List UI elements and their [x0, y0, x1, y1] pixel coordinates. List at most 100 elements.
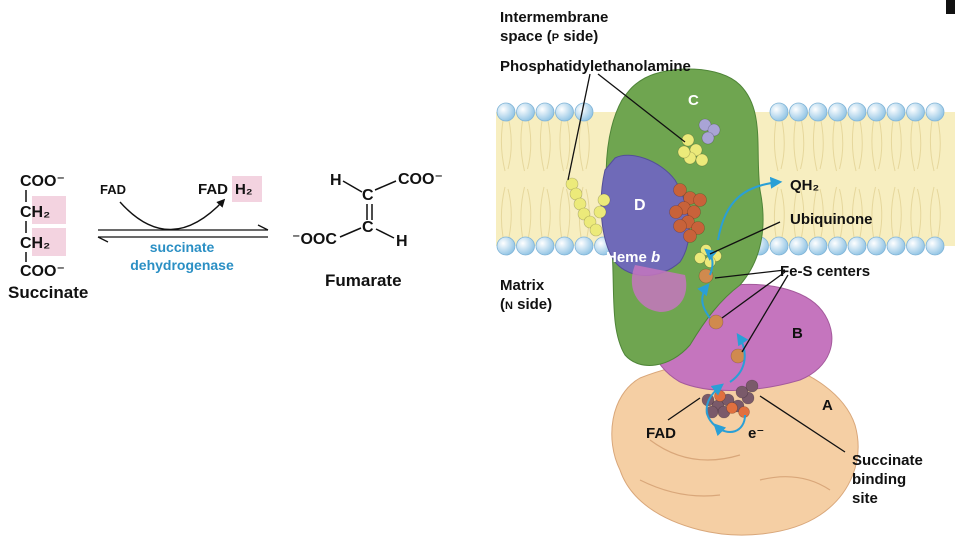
matrix-label-1: Matrix	[500, 277, 545, 294]
fad-structure-label: FAD	[646, 425, 676, 442]
electron-arrow-2	[729, 333, 749, 383]
succinate-site-label-1: Succinate	[852, 452, 923, 469]
lipid-tails	[500, 120, 941, 238]
lipid-tail	[832, 186, 844, 238]
heme-b-bead	[683, 229, 697, 243]
fad-bead	[726, 402, 738, 414]
lipid-tail	[793, 120, 805, 172]
complex-ii-structure: Intermembrane space (P side) Phosphatidy…	[496, 0, 955, 536]
lipid-head	[867, 236, 886, 256]
lipid-head	[789, 102, 808, 122]
enzyme-label-line2: dehydrogenase	[130, 257, 234, 273]
phosphatidylethanolamine-bead	[701, 131, 715, 145]
heme-b-bead	[673, 183, 687, 197]
lipid-head	[847, 102, 867, 122]
fad-label: FAD	[100, 182, 126, 197]
lipid-head	[925, 102, 945, 122]
fumarate-name: Fumarate	[325, 271, 402, 290]
leader-fad	[667, 397, 701, 421]
lipid-head	[496, 236, 516, 256]
bond	[375, 228, 395, 239]
lipid-tail	[578, 120, 590, 172]
lipid-tail	[910, 186, 922, 238]
lipid-head	[496, 102, 516, 122]
succinate-coo-bottom: COO⁻	[20, 263, 65, 280]
lipid-head	[906, 102, 925, 122]
lipid-head	[789, 236, 808, 256]
heme-b-bead	[687, 205, 701, 219]
reverse-arrow-head	[97, 236, 109, 243]
qh2-arrow	[717, 176, 783, 241]
lipid-tail	[773, 186, 785, 238]
fad-bead	[745, 379, 759, 393]
fumarate-structure: H C COO⁻ ⁻OOC C H Fumarate	[292, 171, 443, 290]
lipid-tail	[929, 120, 941, 172]
heme-b-bead	[673, 219, 687, 233]
lipid-head	[808, 236, 828, 256]
lipid-head	[516, 236, 535, 256]
ubiquinone-label: Ubiquinone	[790, 211, 873, 228]
lipid-tail	[890, 120, 902, 172]
lipid-tail	[539, 186, 551, 238]
lipid-head	[828, 236, 847, 256]
fumarate-ooc-left: ⁻OOC	[292, 231, 337, 248]
succinate-ch2-a: CH₂	[20, 204, 50, 221]
lipid-tail	[871, 186, 883, 238]
fadh2-base: FAD	[198, 181, 228, 198]
succinate-site-label-3: site	[852, 490, 878, 507]
leader-pe-left	[567, 73, 591, 181]
lipid-head	[535, 102, 555, 122]
lipid-head	[555, 236, 574, 256]
lipid-tail	[832, 120, 844, 172]
subunit-d-label: D	[634, 197, 646, 214]
lipid-tail	[520, 186, 532, 238]
fad-bead	[714, 390, 726, 402]
subunit-b-upper-lobe	[631, 265, 687, 312]
leader-ubiquinone	[709, 221, 781, 255]
lipid-tail	[559, 120, 571, 172]
heme-b-label: Heme b	[606, 249, 660, 266]
lipid-head	[516, 102, 535, 122]
matrix-label-2: (N side)	[500, 296, 552, 313]
fadh2-highlight	[232, 176, 262, 202]
fad-bead	[735, 385, 749, 399]
succinate-ch2-b: CH₂	[20, 235, 50, 252]
leader-fes-2	[721, 271, 786, 319]
lipid-tail	[520, 120, 532, 172]
phosphatidylethanolamine-label: Phosphatidylethanolamine	[500, 58, 691, 75]
leader-succinate-site	[759, 395, 846, 453]
fumarate-h-top: H	[330, 172, 342, 189]
lipid-head	[574, 236, 594, 256]
h-highlight-2	[32, 228, 66, 256]
lipid-head	[906, 236, 925, 256]
cofactors	[565, 118, 759, 419]
lipid-head	[808, 102, 828, 122]
bond	[339, 227, 362, 238]
electron-arrow-4	[704, 248, 718, 276]
h-highlight-1	[32, 196, 66, 224]
forward-arrow-head	[257, 224, 269, 231]
lipid-tail	[910, 120, 922, 172]
lipid-head	[886, 236, 906, 256]
fad-curved-arrow	[119, 198, 226, 231]
intermembrane-label-2: space (P side)	[500, 28, 598, 45]
reaction-scheme: COO⁻ CH₂ CH₂ COO⁻ Succinate FAD FAD H₂ s…	[8, 171, 443, 302]
phosphatidylethanolamine-bead	[681, 133, 695, 147]
fes-centers-label: Fe-S centers	[780, 263, 870, 280]
lipid-tail	[500, 120, 512, 172]
heme-b-bead	[693, 193, 707, 207]
electron-arrow-3	[697, 283, 711, 319]
intermembrane-label-1: Intermembrane	[500, 9, 608, 26]
lipid-tail	[539, 120, 551, 172]
lipid-head	[769, 236, 789, 256]
phosphatidylethanolamine-bead	[677, 145, 691, 159]
ubiquinone-bead	[704, 256, 716, 268]
phosphatidylethanolamine-bead	[593, 205, 607, 219]
heme-b-bead	[691, 221, 705, 235]
lipid-head	[867, 102, 886, 122]
lipid-tail	[500, 186, 512, 238]
subunit-b-label: B	[792, 325, 803, 342]
fumarate-h-bottom: H	[396, 233, 408, 250]
corner-mark	[946, 0, 955, 14]
